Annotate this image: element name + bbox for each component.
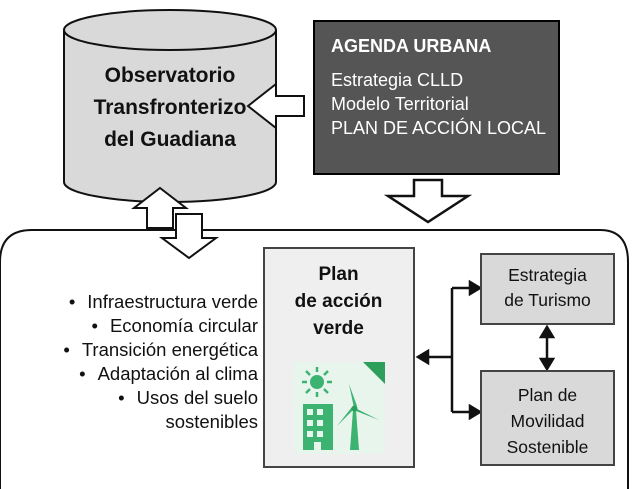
plan-title-line: de acción [294,291,383,312]
bullet-icon: • [79,363,86,384]
plan-title: Plan de acción verde [265,261,412,342]
list-item: •Economía circular [91,315,258,336]
observatorio-line: Transfronterizo [93,96,247,119]
agenda-item: Estrategia CLLD [331,70,464,90]
plan-accion-verde-box: Plan de acción verde [263,247,415,468]
agenda-title: AGENDA URBANA [331,36,492,56]
bullet-icon: • [68,291,76,312]
arrow-agenda-down [383,178,473,224]
agenda-item: Modelo Territorial [331,94,469,114]
arrow-up-to-observatorio [131,186,189,229]
agenda-urbana-box: AGENDA URBANA Estrategia CLLD Modelo Ter… [313,20,560,175]
connectors [415,279,556,421]
movilidad-line: Movilidad [510,411,585,431]
green-city-renewable-energy-icon [293,362,385,454]
observatorio-cylinder [63,9,277,203]
scope-container [0,229,629,489]
arrow-agenda-to-observatorio [246,81,305,131]
observatorio-line: del Guadiana [104,128,236,151]
observatorio-label: Observatorio Transfronterizo del Guadian… [80,60,260,156]
bullet-icon: • [91,315,98,336]
list-item: •Infraestructura verde [68,291,258,312]
movilidad-line: Plan de [517,385,578,405]
plan-title-line: verde [313,318,364,339]
list-item: •Usos del suelo [118,387,258,408]
estrategia-turismo-box: Estrategia de Turismo [480,253,615,325]
bullet-icon: • [118,387,125,408]
objectives-list: •Infraestructura verde •Economía circula… [0,290,258,434]
plan-movilidad-box: Plan de Movilidad Sostenible [480,370,615,466]
arrow-down-from-observatorio [158,213,220,260]
agenda-item: PLAN DE ACCIÓN LOCAL [331,118,547,138]
plan-title-line: Plan [318,264,359,285]
list-item: •Transición energética [63,339,258,360]
turismo-line: de Turismo [504,290,591,310]
list-item-continuation: sostenibles [165,411,258,432]
bullet-icon: • [63,339,70,360]
observatorio-line: Observatorio [104,64,236,87]
movilidad-line: Sostenible [506,437,589,457]
turismo-line: Estrategia [508,265,587,285]
list-item: •Adaptación al clima [79,363,258,384]
